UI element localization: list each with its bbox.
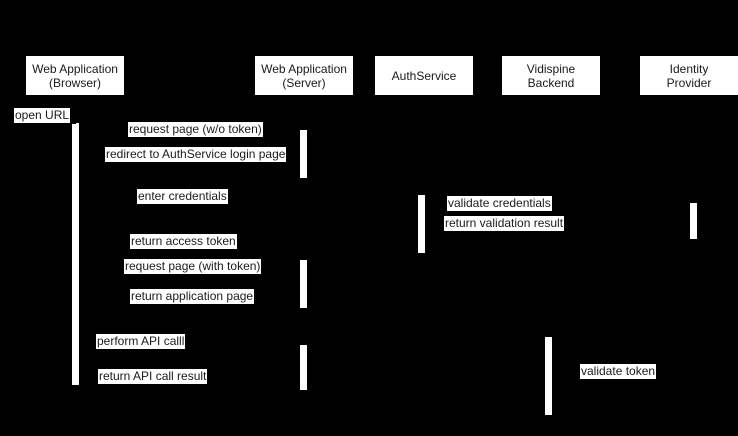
message-label-m10: perform API calll: [96, 334, 186, 349]
activation-bar-server: [300, 130, 307, 178]
message-label-m9: return application page: [130, 289, 255, 304]
message-label-m8: request page (with token): [124, 259, 262, 274]
message-arrow-m3: [79, 162, 300, 163]
lifeline-label-browser: Web Application(Browser): [32, 61, 118, 90]
activation-bar-idp: [690, 203, 697, 239]
message-label-m6: return validation result: [444, 216, 565, 231]
activation-bar-server: [300, 345, 307, 390]
message-arrow-m11: [552, 379, 690, 380]
message-arrow-m9: [79, 304, 300, 305]
message-label-m1: open URL: [14, 108, 71, 123]
lifeline-label-server: Web Application(Server): [261, 61, 347, 90]
activation-bar-vidispine: [545, 337, 552, 415]
lifeline-header-browser: Web Application(Browser): [26, 56, 124, 95]
message-arrow-m2: [79, 137, 300, 138]
message-label-m3: redirect to AuthService login page: [105, 147, 287, 162]
message-arrow-m4: [79, 204, 418, 205]
message-label-m2: request page (w/o token): [128, 122, 263, 137]
message-arrow-m8: [79, 274, 300, 275]
message-arrow-m5: [425, 211, 690, 212]
lifeline-header-server: Web Application(Server): [255, 56, 353, 95]
message-label-m4: enter credentials: [137, 189, 228, 204]
message-label-m12: return API call result: [98, 369, 208, 384]
message-arrow-m10: [79, 349, 300, 350]
lifeline-label-auth: AuthService: [391, 68, 457, 83]
activation-bar-browser: [72, 123, 79, 385]
activation-bar-auth: [418, 195, 425, 253]
message-label-m11: validate token: [580, 364, 657, 379]
lifeline-header-auth: AuthService: [375, 56, 473, 95]
message-label-m7: return access token: [130, 234, 237, 249]
activation-bar-server: [300, 260, 307, 308]
message-label-m5: validate credentials: [447, 196, 552, 211]
message-arrow-m6: [425, 231, 690, 232]
message-arrow-m7: [79, 249, 418, 250]
message-arrow-m1: [14, 123, 76, 124]
message-arrow-m12: [79, 384, 300, 385]
